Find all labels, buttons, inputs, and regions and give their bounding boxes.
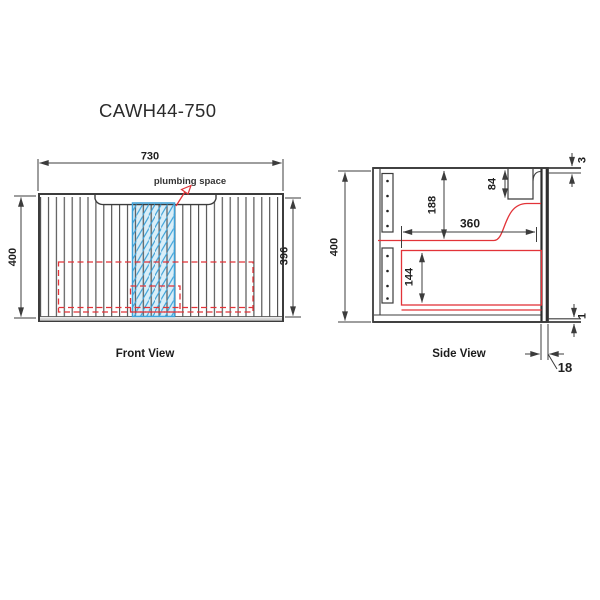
drawer-runner-top xyxy=(381,172,394,233)
drawer-runner-bottom xyxy=(381,247,394,304)
plumbing-space-hatch xyxy=(131,202,176,318)
side-cabinet-outline xyxy=(372,167,549,323)
dim-front-height-left: 400 xyxy=(7,248,19,266)
dim-inner-depth: 360 xyxy=(460,217,480,231)
dim-top-gap: 3 xyxy=(577,157,589,163)
side-view-label: Side View xyxy=(432,348,486,360)
dim-front-height-right: 396 xyxy=(279,247,291,265)
side-view-drawing: 400 188 84 360 144 3 xyxy=(329,153,589,375)
front-height-left-dimension xyxy=(14,195,36,319)
dim-side-height: 400 xyxy=(329,238,341,256)
plumbing-recess-box xyxy=(507,169,534,200)
dim-bottom-gap: 1 xyxy=(577,313,589,319)
drawer-back-profile xyxy=(378,202,541,242)
drawer-box xyxy=(400,249,543,306)
front-height-right-dimension xyxy=(285,197,301,318)
top-recess xyxy=(95,195,216,205)
dim-drawer-height: 144 xyxy=(404,267,416,286)
side-height-dimension xyxy=(338,170,371,323)
side-depth-dimension xyxy=(401,226,537,248)
plumbing-leader-arrow xyxy=(175,184,193,207)
front-width-dimension xyxy=(37,159,284,191)
model-title: CAWH44-750 xyxy=(99,100,217,121)
dim-top-to-shelf: 188 xyxy=(427,196,439,214)
dim-recess-depth: 84 xyxy=(487,177,499,190)
plumbing-space-label: plumbing space xyxy=(154,176,226,187)
front-view-drawing: plumbing space 730 400 396 F xyxy=(7,151,301,360)
drawer-dashed-outline xyxy=(57,261,254,313)
dim-front-width: 730 xyxy=(141,151,159,163)
dim-back-thickness: 18 xyxy=(558,360,572,375)
front-view-label: Front View xyxy=(116,348,175,360)
back-thickness-dimension xyxy=(525,324,564,370)
